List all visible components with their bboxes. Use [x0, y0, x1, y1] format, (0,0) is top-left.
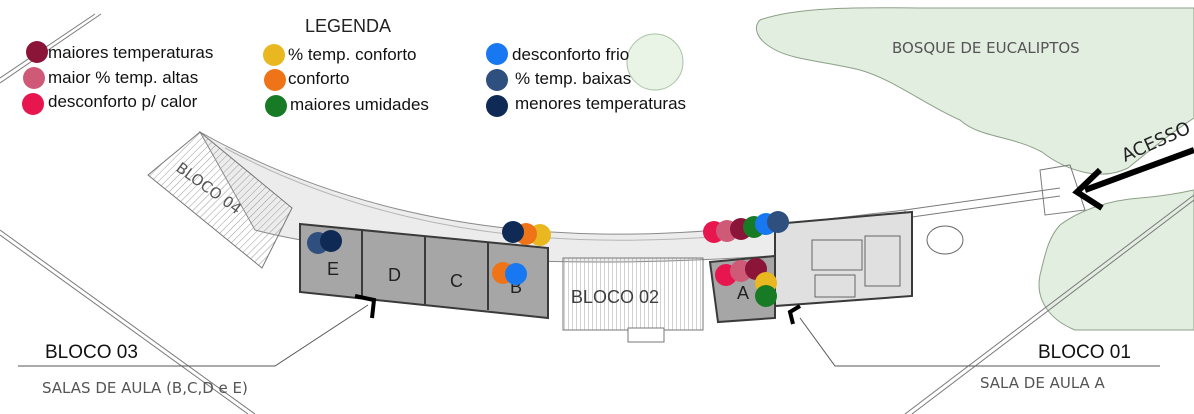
forest-label: BOSQUE DE EUCALIPTOS — [892, 39, 1080, 57]
legend-label: desconforto p/ calor — [48, 92, 198, 111]
callout-leader-bloco-01 — [799, 317, 1160, 367]
legend-swatch — [486, 43, 508, 65]
bloco-03-building — [299, 222, 549, 320]
legend-label: % temp. baixas — [515, 69, 631, 88]
legend-swatch — [23, 67, 45, 89]
entrance-marker-bloco-01 — [787, 304, 802, 325]
legend-swatch — [486, 69, 508, 91]
legend-label: maiores temperaturas — [48, 43, 213, 62]
bloco-02-building — [562, 257, 704, 343]
dots-walkway-b — [502, 221, 551, 246]
dots-room-b — [492, 262, 527, 285]
access-arrow — [1083, 147, 1194, 193]
legend-label: maiores umidades — [290, 95, 429, 114]
callout-leader-bloco-03 — [18, 304, 369, 367]
legend-label: menores temperaturas — [515, 94, 686, 113]
entrance-marker-bloco-03 — [354, 294, 377, 319]
legend-label: desconforto frio — [512, 45, 629, 64]
dots-room-e — [307, 230, 342, 254]
legend-swatch — [26, 41, 48, 63]
bloco-04-building — [147, 131, 293, 269]
legend-label: maior % temp. altas — [48, 68, 198, 87]
bloco-02-label: BLOCO 02 — [571, 287, 659, 307]
dot-temp-baixas — [767, 211, 789, 233]
access-arrowhead — [1072, 167, 1104, 211]
dot-menores-temperaturas — [320, 230, 342, 252]
legend-swatch — [265, 95, 287, 117]
dots-room-a — [715, 258, 777, 307]
legend-swatch — [22, 93, 44, 115]
room-label-a: A — [737, 283, 749, 303]
legend-title: LEGENDA — [305, 16, 391, 36]
callout-title-bloco-03: BLOCO 03 — [45, 342, 138, 363]
eucalyptus-forest — [626, 7, 1194, 331]
legend-swatch — [486, 95, 508, 117]
legend-swatch — [263, 44, 285, 66]
dot-desconforto-frio — [505, 263, 527, 285]
dot-maiores-umidades — [755, 285, 777, 307]
legend-swatch — [264, 69, 286, 91]
callout-subtitle-bloco-01: SALA DE AULA A — [980, 374, 1106, 392]
legend-label: % temp. conforto — [288, 45, 417, 64]
room-label-e: E — [327, 259, 339, 279]
legend: LEGENDA maiores temperaturas maior % tem… — [22, 16, 686, 117]
dots-walkway-a — [703, 211, 789, 243]
site-lines — [0, 13, 1194, 414]
callout-subtitle-bloco-03: SALAS DE AULA (B,C,D e E) — [42, 379, 248, 397]
callout-title-bloco-01: BLOCO 01 — [1038, 342, 1131, 363]
room-label-c: C — [450, 271, 463, 291]
dot-menores-temperaturas — [502, 221, 524, 243]
legend-label: conforto — [288, 69, 349, 88]
room-label-d: D — [388, 265, 401, 285]
